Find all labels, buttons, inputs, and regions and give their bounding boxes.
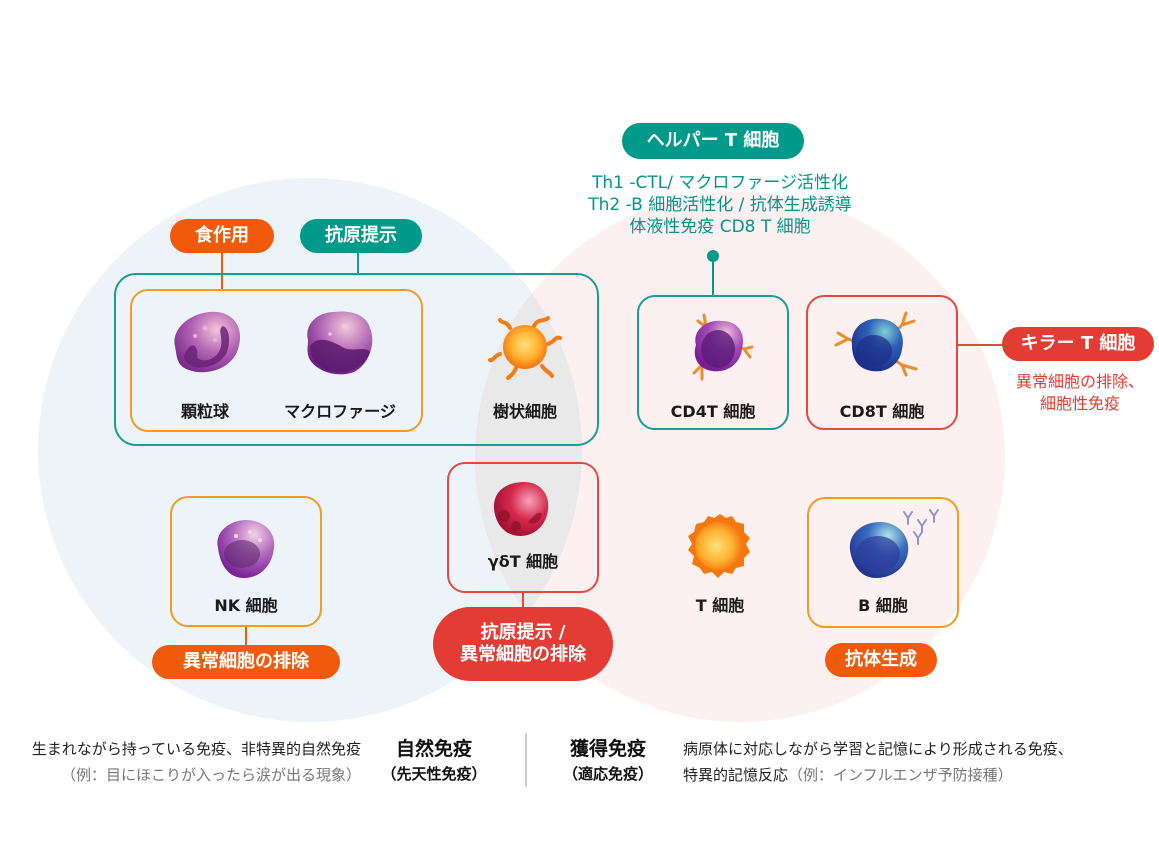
- gdt-cell-label: γδT 細胞: [487, 552, 559, 571]
- antigen-presenting-group: [114, 273, 599, 446]
- phagocyte-group: [130, 289, 423, 432]
- nk-cell-box: [170, 496, 322, 627]
- b-cell-icon: [849, 509, 939, 578]
- innate-description: 生まれながら持っている免疫、非特異的自然免疫: [31, 740, 361, 758]
- helper-connector-line: [712, 260, 714, 296]
- cd8t-cell-box: [806, 295, 958, 430]
- innate-subtitle: （先天性免疫）: [381, 765, 487, 783]
- nk-cell-label: NK 細胞: [214, 596, 278, 615]
- gdt-role-pill: 抗原提示 / 異常細胞の排除: [433, 607, 613, 681]
- innate-example: （例：目にほこりが入ったら涙が出る現象）: [60, 766, 361, 784]
- antigen-presentation-label: 抗原提示: [325, 224, 397, 246]
- killer-desc-line-1: 異常細胞の排除、: [1015, 372, 1144, 391]
- macrophage-icon: [307, 311, 373, 375]
- connector-dot: [707, 250, 719, 262]
- nk-connector: [245, 627, 247, 647]
- gdt-cell-box: [447, 462, 599, 593]
- dendritic-cell-icon: [488, 316, 562, 380]
- helper-description: Th1 -CTL/ マクロファージ活性化 Th2 -B 細胞活性化 / 抗体生成…: [540, 172, 900, 238]
- helper-line-1: Th1 -CTL/ マクロファージ活性化: [591, 173, 849, 193]
- helper-line-3: 体液性免疫 CD8 T 細胞: [629, 217, 811, 237]
- phagocytosis-label: 食作用: [195, 224, 249, 246]
- phagocytosis-connector: [221, 253, 223, 291]
- nk-role-label: 異常細胞の排除: [183, 650, 309, 672]
- antigen-presentation-pill: 抗原提示: [300, 219, 422, 253]
- nk-role-pill: 異常細胞の排除: [152, 645, 340, 679]
- granulocyte-label: 顆粒球: [180, 402, 229, 421]
- gdt-role-line-1: 抗原提示 /: [480, 621, 566, 643]
- cd4t-cell-icon: [692, 313, 754, 381]
- killer-description: 異常細胞の排除、 細胞性免疫: [1000, 371, 1159, 415]
- gdt-cell-icon: [494, 482, 549, 536]
- helper-t-cell-title: ヘルパー T 細胞: [646, 129, 780, 151]
- phagocytosis-pill: 食作用: [170, 219, 274, 253]
- innate-title: 自然免疫: [395, 738, 472, 760]
- antibody-pill: 抗体生成: [825, 643, 937, 677]
- acquired-memory-text: 特異的記憶反応: [683, 766, 789, 784]
- antigen-connector: [357, 253, 359, 275]
- b-cell-label: B 細胞: [858, 596, 908, 615]
- killer-desc-line-2: 細胞性免疫: [1039, 394, 1120, 413]
- t-cell-label: T 細胞: [695, 596, 745, 615]
- antibody-label: 抗体生成: [845, 648, 917, 670]
- cd8t-cell-icon: [834, 311, 918, 377]
- acquired-description: 病原体に対応しながら学習と記憶により形成される免疫、: [683, 740, 1073, 758]
- acquired-subtitle: （適応免疫）: [562, 765, 653, 783]
- acquired-description-line-2: 特異的記憶反応（例：インフルエンザ予防接種）: [683, 764, 1013, 785]
- cd8t-cell-label: CD8T 細胞: [839, 402, 925, 421]
- nk-cell-icon: [217, 520, 275, 578]
- killer-t-cell-pill: キラー T 細胞: [1002, 327, 1154, 361]
- footer-divider: [525, 733, 527, 787]
- b-cell-box: [807, 497, 959, 628]
- acquired-example: （例：インフルエンザ予防接種）: [788, 766, 1013, 784]
- helper-line-2: Th2 -B 細胞活性化 / 抗体生成誘導: [588, 195, 852, 215]
- macrophage-label: マクロファージ: [284, 402, 396, 421]
- killer-t-cell-title: キラー T 細胞: [1020, 332, 1136, 354]
- killer-connector: [958, 344, 1004, 346]
- gdt-connector: [522, 593, 524, 609]
- granulocyte-icon: [174, 311, 241, 373]
- cd4t-cell-box: [637, 295, 789, 430]
- dendritic-cell-label: 樹状細胞: [492, 402, 557, 421]
- t-cell-icon: [688, 514, 750, 578]
- cd4t-cell-label: CD4T 細胞: [670, 402, 756, 421]
- gdt-role-line-2: 異常細胞の排除: [460, 644, 586, 665]
- helper-t-cell-pill: ヘルパー T 細胞: [622, 123, 804, 159]
- acquired-title: 獲得免疫: [569, 738, 646, 760]
